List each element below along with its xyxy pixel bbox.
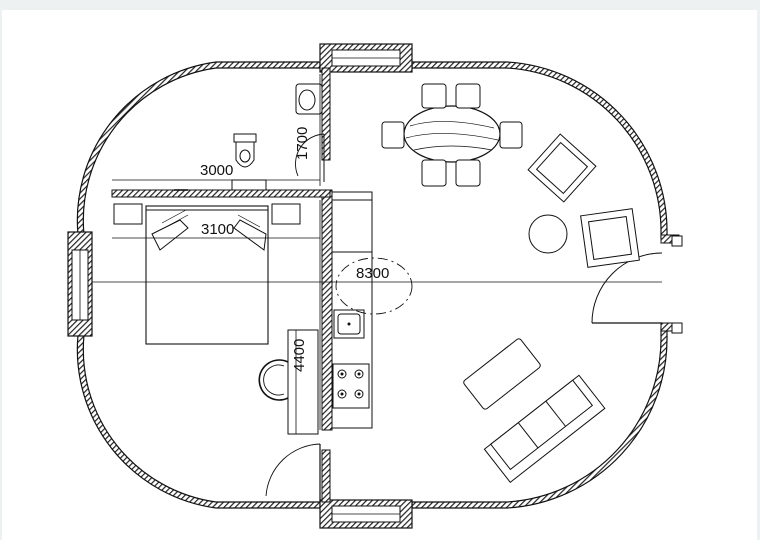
dim-overall-width: 8300 [356, 265, 389, 282]
dim-bedroom-width: 3100 [201, 221, 234, 238]
double-bed [145, 205, 269, 345]
bottom-window [319, 499, 413, 529]
wardrobe [287, 329, 319, 435]
armchair-right [580, 208, 640, 268]
kitchen-sink [333, 309, 365, 339]
toilet [233, 133, 257, 168]
floor-plan-drawing: 3000 3100 8300 1700 4400 [67, 43, 683, 529]
sofa [483, 374, 606, 483]
entrance-door [591, 234, 683, 334]
top-window [319, 43, 413, 73]
nightstand-right [271, 203, 301, 225]
stove [332, 363, 370, 409]
dim-bedroom-depth: 3000 [200, 162, 233, 179]
dimension-lines [92, 74, 662, 430]
round-side-table [528, 214, 568, 254]
bathroom-door [295, 133, 325, 182]
bedroom-door [265, 443, 321, 500]
bath-shelf [174, 179, 267, 191]
dining-table [403, 105, 501, 163]
kitchen-stool [335, 257, 413, 315]
nightstand-left [113, 203, 143, 225]
washbasin [295, 83, 323, 115]
floor-plan-sheet: 3000 3100 8300 1700 4400 [2, 10, 757, 540]
armchair-top [527, 133, 597, 203]
dim-kitchen-length: 4400 [291, 339, 308, 372]
coffee-table [463, 338, 541, 410]
desk-chair [258, 359, 289, 401]
dim-bath-depth: 1700 [294, 127, 311, 160]
dining-chairs [381, 83, 523, 187]
left-window [67, 231, 93, 337]
